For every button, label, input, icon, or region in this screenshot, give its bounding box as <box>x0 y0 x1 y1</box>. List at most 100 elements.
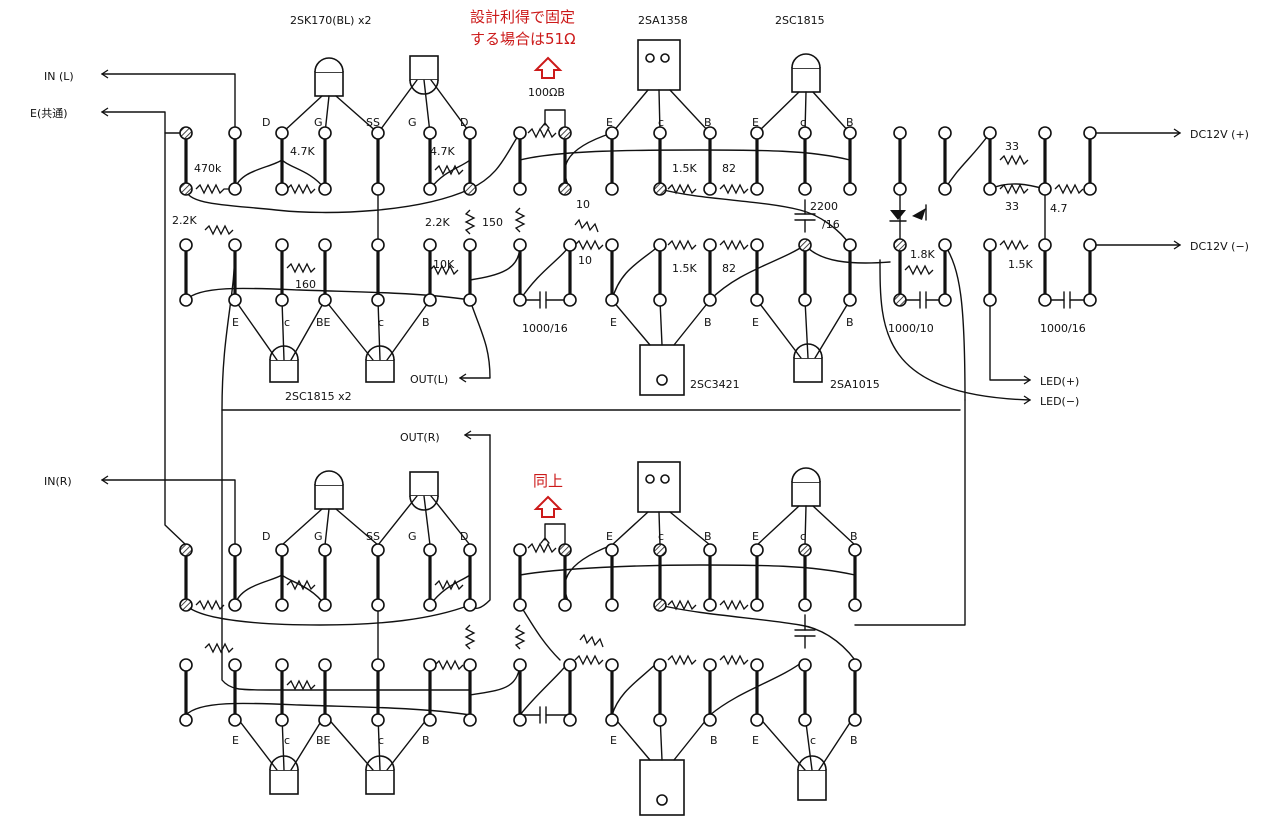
terminal-pad <box>513 598 527 612</box>
terminal-pad <box>371 713 385 727</box>
terminal-pad <box>1083 238 1097 252</box>
terminal-pad <box>463 126 477 140</box>
label-2sk170: 2SK170(BL) x2 <box>290 14 371 27</box>
vr-100 <box>527 127 557 139</box>
terminal-pad <box>750 598 764 612</box>
terminal-pad-hatched <box>893 293 907 307</box>
terminal-pad-hatched <box>179 543 193 557</box>
terminal-pad <box>275 293 289 307</box>
label-led-pos: LED(+) <box>1040 375 1079 388</box>
pin-be: BE <box>316 316 331 329</box>
terminal-pad <box>653 293 667 307</box>
terminal-pad-hatched <box>558 543 572 557</box>
note-arrows <box>533 56 563 518</box>
resistor-82-a <box>719 183 749 195</box>
terminal-pad <box>703 543 717 557</box>
terminal-pad <box>1083 182 1097 196</box>
fet-top-2 <box>409 55 439 95</box>
value-1000-10: 1000/10 <box>888 322 934 335</box>
terminal-pad <box>463 598 477 612</box>
terminal-pad <box>703 238 717 252</box>
pin-b: B <box>422 316 430 329</box>
terminal-pad <box>275 182 289 196</box>
value-1-5k-a: 1.5K <box>672 162 697 175</box>
value-33-b: 33 <box>1005 200 1019 213</box>
resistor-160 <box>286 262 316 274</box>
terminal-pad <box>893 126 907 140</box>
terminal-pad <box>463 543 477 557</box>
value-82-a: 82 <box>722 162 736 175</box>
terminal-pad <box>371 543 385 557</box>
resistor-1-5k-b <box>667 239 697 251</box>
terminal-pad <box>983 182 997 196</box>
terminal-pad <box>848 543 862 557</box>
note-top-line1: 設計利得で固定 <box>470 8 575 26</box>
label-e-common: E(共通) <box>30 107 68 120</box>
terminal-pad <box>423 658 437 672</box>
pin-b: B <box>704 316 712 329</box>
terminal-pad <box>843 182 857 196</box>
terminal-pad <box>228 182 242 196</box>
label-in-l: IN (L) <box>44 70 74 83</box>
label-out-r: OUT(R) <box>400 431 440 444</box>
terminal-pad <box>463 713 477 727</box>
terminal-pad <box>275 598 289 612</box>
pin-c: c <box>658 116 664 129</box>
pin-c: c <box>810 734 816 747</box>
terminal-pad <box>605 543 619 557</box>
pin-ss: SS <box>366 530 380 543</box>
capacitor-1000-16-a <box>519 291 571 309</box>
label-2sa1015: 2SA1015 <box>830 378 880 391</box>
terminal-pad <box>423 182 437 196</box>
terminal-pad-hatched <box>653 598 667 612</box>
terminal-pad <box>513 713 527 727</box>
pin-c: c <box>284 316 290 329</box>
resistor-150 <box>514 207 526 233</box>
terminal-pad <box>513 238 527 252</box>
labels: 設計利得で固定 する場合は51Ω 同上 IN (L) E(共通) IN(R) O… <box>30 8 1249 747</box>
terminal-pad <box>463 658 477 672</box>
terminal-pad <box>703 293 717 307</box>
terminal-pad <box>605 598 619 612</box>
terminal-pad <box>513 182 527 196</box>
terminal-pad <box>371 598 385 612</box>
pin-b: B <box>846 116 854 129</box>
pin-b: B <box>846 316 854 329</box>
value-2-2k-a: 2.2K <box>172 214 197 227</box>
value-2-2k-b: 2.2K <box>425 216 450 229</box>
terminal-pad <box>228 126 242 140</box>
terminal-pad-hatched <box>179 126 193 140</box>
terminal-pad <box>228 713 242 727</box>
terminal-pad <box>703 182 717 196</box>
terminal-pad <box>563 713 577 727</box>
terminal-pad <box>563 658 577 672</box>
terminal-strip <box>179 126 1097 727</box>
terminal-pad <box>318 543 332 557</box>
terminal-pad <box>275 543 289 557</box>
terminal-pad <box>848 658 862 672</box>
terminal-pad <box>893 182 907 196</box>
terminal-pad <box>653 126 667 140</box>
value-160: 160 <box>295 278 316 291</box>
note-top-line2: する場合は51Ω <box>470 30 576 48</box>
terminal-pad <box>513 543 527 557</box>
leads <box>234 79 856 771</box>
q-2sc3421-top <box>639 344 685 396</box>
terminal-pad <box>513 658 527 672</box>
pin-d: D <box>460 530 468 543</box>
pin-b: B <box>710 734 718 747</box>
pin-b: B <box>422 734 430 747</box>
terminal-pad <box>228 238 242 252</box>
terminal-pad <box>318 713 332 727</box>
terminal-pad-hatched <box>558 126 572 140</box>
pin-d: D <box>262 116 270 129</box>
terminal-pad <box>228 598 242 612</box>
pin-c: c <box>800 116 806 129</box>
terminal-pad <box>563 238 577 252</box>
pin-b: B <box>704 116 712 129</box>
value-82-b: 82 <box>722 262 736 275</box>
terminal-pad <box>848 713 862 727</box>
terminal-pad-hatched <box>558 182 572 196</box>
pin-g: G <box>314 530 323 543</box>
